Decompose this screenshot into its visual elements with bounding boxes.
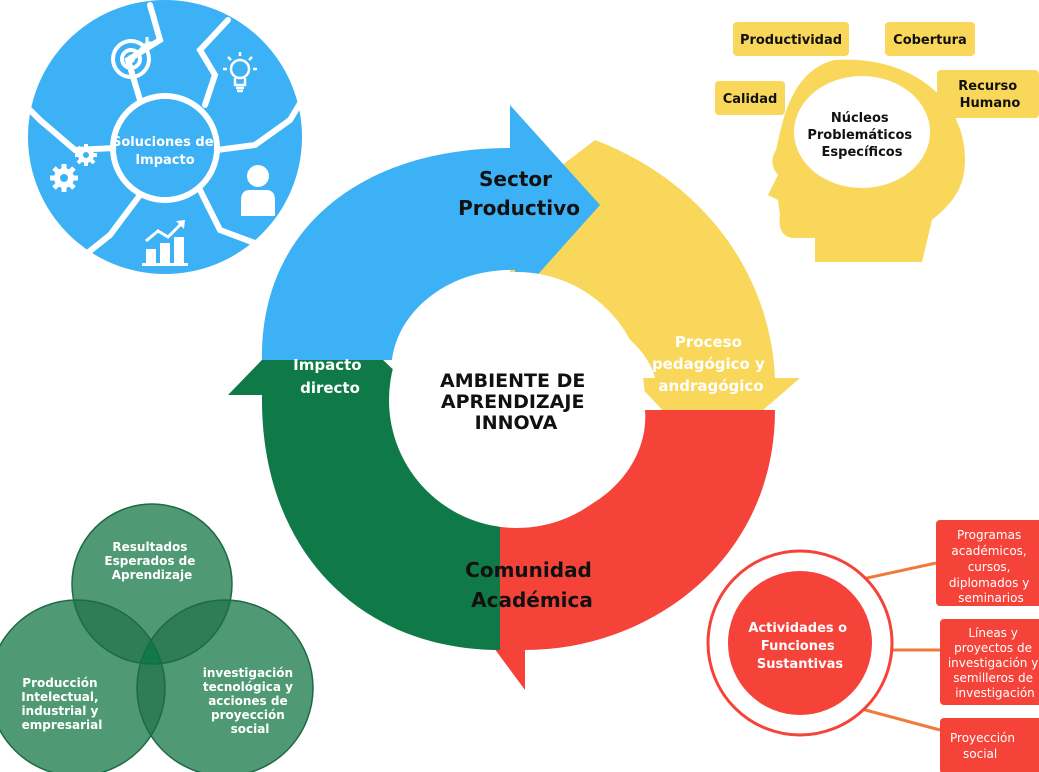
- svg-text:Cobertura: Cobertura: [893, 33, 967, 48]
- a1-line-3: semilleros de: [953, 671, 1033, 685]
- a0-line-1: académicos,: [951, 544, 1026, 558]
- act-line-0: Actividades o: [748, 621, 847, 636]
- actividad-lineas: Líneas y proyectos de investigación y se…: [940, 619, 1039, 705]
- v2-line-0: investigación: [203, 666, 293, 680]
- pro-line-1: pedagógico y: [652, 355, 765, 373]
- gears-icon: [50, 144, 97, 192]
- actividades-label: Actividades o Funciones Sustantivas: [748, 621, 851, 672]
- actividades-disc: [728, 571, 872, 715]
- v0-line-1: Esperados de: [104, 554, 195, 568]
- v2-line-1: tecnológica y: [203, 680, 293, 694]
- nucleos-label: Núcleos Problemáticos Específicos: [807, 111, 916, 160]
- svg-text:Programas académicos,: Programas académicos, cursos, diplomados…: [949, 528, 1033, 605]
- tag-calidad: Calidad: [715, 81, 785, 115]
- pro-line-2: andragógico: [658, 377, 763, 395]
- target-icon: [111, 37, 153, 79]
- label-impacto: Impacto directo: [293, 356, 367, 397]
- arrow-impacto: [228, 300, 500, 650]
- tag3-line-0: Recurso: [958, 79, 1017, 94]
- lightbulb-icon: [223, 52, 257, 93]
- v2-line-2: acciones de: [208, 694, 287, 708]
- arrow-comunidad: [440, 410, 775, 690]
- tag1-line-0: Cobertura: [893, 33, 967, 48]
- svg-text:Proyección social: Proyección social: [950, 731, 1019, 761]
- tag-recurso-humano: Recurso Humano: [937, 70, 1039, 118]
- tag-cobertura: Cobertura: [885, 22, 975, 56]
- cen-line-2: INNOVA: [475, 412, 558, 434]
- nuc-line-0: Núcleos: [831, 111, 889, 126]
- label-proceso: Proceso pedagógico y andragógico: [652, 333, 770, 395]
- v1-line-1: Intelectual,: [21, 690, 98, 704]
- a0-line-4: seminarios: [958, 591, 1023, 605]
- a0-line-3: diplomados y: [949, 576, 1029, 590]
- v1-line-2: industrial y: [21, 704, 98, 718]
- svg-text:Productividad: Productividad: [740, 33, 842, 48]
- v0-line-0: Resultados: [112, 540, 187, 554]
- com-line-1: Académica: [471, 588, 593, 612]
- pro-line-0: Proceso: [675, 333, 742, 351]
- soluciones-panel: Soluciones de Impacto: [27, 0, 308, 274]
- v2-line-3: proyección: [211, 708, 285, 722]
- nuc-line-1: Problemáticos: [807, 128, 912, 143]
- nuc-line-2: Específicos: [822, 145, 903, 160]
- imp-line-1: directo: [300, 379, 360, 397]
- svg-text:Calidad: Calidad: [723, 92, 778, 107]
- sec-line-1: Productivo: [458, 196, 580, 220]
- a1-line-0: Líneas y: [968, 626, 1018, 640]
- venn-label-investigacion: investigación tecnológica y acciones de …: [203, 666, 298, 736]
- tag0-line-0: Productividad: [740, 33, 842, 48]
- a1-line-2: investigación y: [948, 656, 1038, 670]
- venn-label-produccion: Producción Intelectual, industrial y emp…: [21, 676, 102, 732]
- act-line-1: Funciones: [761, 639, 835, 654]
- tag-productividad: Productividad: [733, 22, 849, 56]
- a0-line-0: Programas: [957, 528, 1021, 542]
- com-line-0: Comunidad: [465, 558, 592, 582]
- v1-line-3: empresarial: [22, 718, 103, 732]
- growth-chart-icon: [142, 220, 188, 266]
- svg-text:Líneas y proyectos de: Líneas y proyectos de investigación y se…: [948, 626, 1039, 700]
- cycle: AMBIENTE DE APRENDIZAJE INNOVA Sector Pr…: [228, 105, 800, 690]
- cycle-center: [389, 272, 645, 528]
- a0-line-2: cursos,: [968, 560, 1011, 574]
- label-comunidad: Comunidad Académica: [465, 558, 599, 612]
- soluciones-separators: [27, 2, 308, 268]
- v1-line-0: Producción: [22, 676, 97, 690]
- act-line-2: Sustantivas: [757, 657, 844, 672]
- v0-line-2: Aprendizaje: [112, 568, 193, 582]
- head-thought-area: [794, 76, 930, 188]
- venn-diagram: Resultados Esperados de Aprendizaje Prod…: [0, 503, 314, 772]
- tag3-line-1: Humano: [960, 96, 1021, 111]
- a1-line-1: proyectos de: [954, 641, 1032, 655]
- sec-line-0: Sector: [479, 167, 552, 191]
- v2-line-4: social: [231, 722, 270, 736]
- sol-line-0: Soluciones de: [112, 135, 214, 150]
- cen-line-0: AMBIENTE DE: [440, 370, 585, 392]
- a2-line-1: social: [963, 747, 997, 761]
- cen-line-1: APRENDIZAJE: [441, 391, 585, 413]
- soluciones-label: Soluciones de Impacto: [112, 135, 218, 168]
- a1-line-4: investigación: [955, 686, 1035, 700]
- center-title: AMBIENTE DE APRENDIZAJE INNOVA: [440, 370, 592, 434]
- a2-line-0: Proyección: [950, 731, 1015, 745]
- svg-text:Recurso Humano: Recurso Humano: [958, 79, 1021, 111]
- user-icon: [241, 165, 275, 216]
- label-sector: Sector Productivo: [458, 167, 580, 220]
- actividad-proyeccion: Proyección social: [940, 718, 1039, 772]
- actividad-programas: Programas académicos, cursos, diplomados…: [936, 520, 1039, 606]
- venn-label-resultados: Resultados Esperados de Aprendizaje: [104, 540, 199, 582]
- actividades-panel: Actividades o Funciones Sustantivas Prog…: [706, 520, 1039, 772]
- imp-line-0: Impacto: [293, 356, 361, 374]
- sol-line-1: Impacto: [135, 153, 194, 168]
- tag2-line-0: Calidad: [723, 92, 778, 107]
- nucleos-panel: Núcleos Problemáticos Específicos Produc…: [715, 22, 1039, 263]
